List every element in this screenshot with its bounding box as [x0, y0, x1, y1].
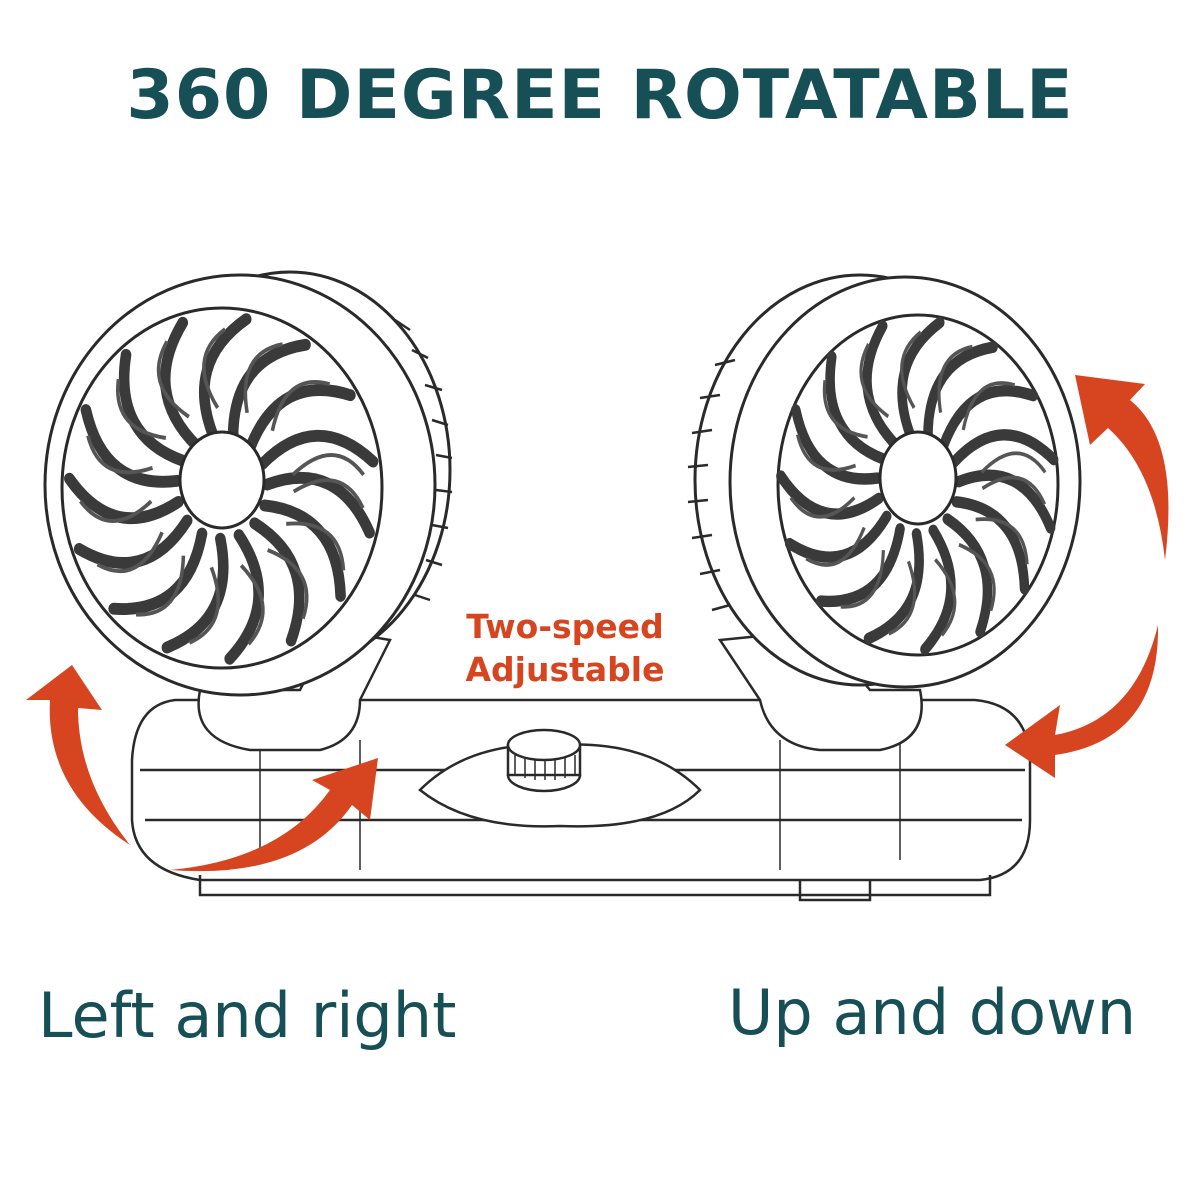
speed-label-line1: Two-speed [466, 607, 664, 646]
speed-label-line2: Adjustable [465, 649, 665, 689]
right-fan [687, 273, 1082, 689]
caption-left-and-right: Left and right [38, 979, 457, 1052]
page-title: 360 DEGREE ROTATABLE [126, 56, 1074, 135]
caption-up-and-down: Up and down [728, 976, 1137, 1049]
rotation-arrow-icon [26, 375, 1169, 872]
right-fan-stand [717, 628, 923, 752]
left-fan [43, 270, 453, 697]
speed-label: Two-speed Adjustable [430, 606, 700, 692]
speed-knob-icon [506, 728, 582, 793]
